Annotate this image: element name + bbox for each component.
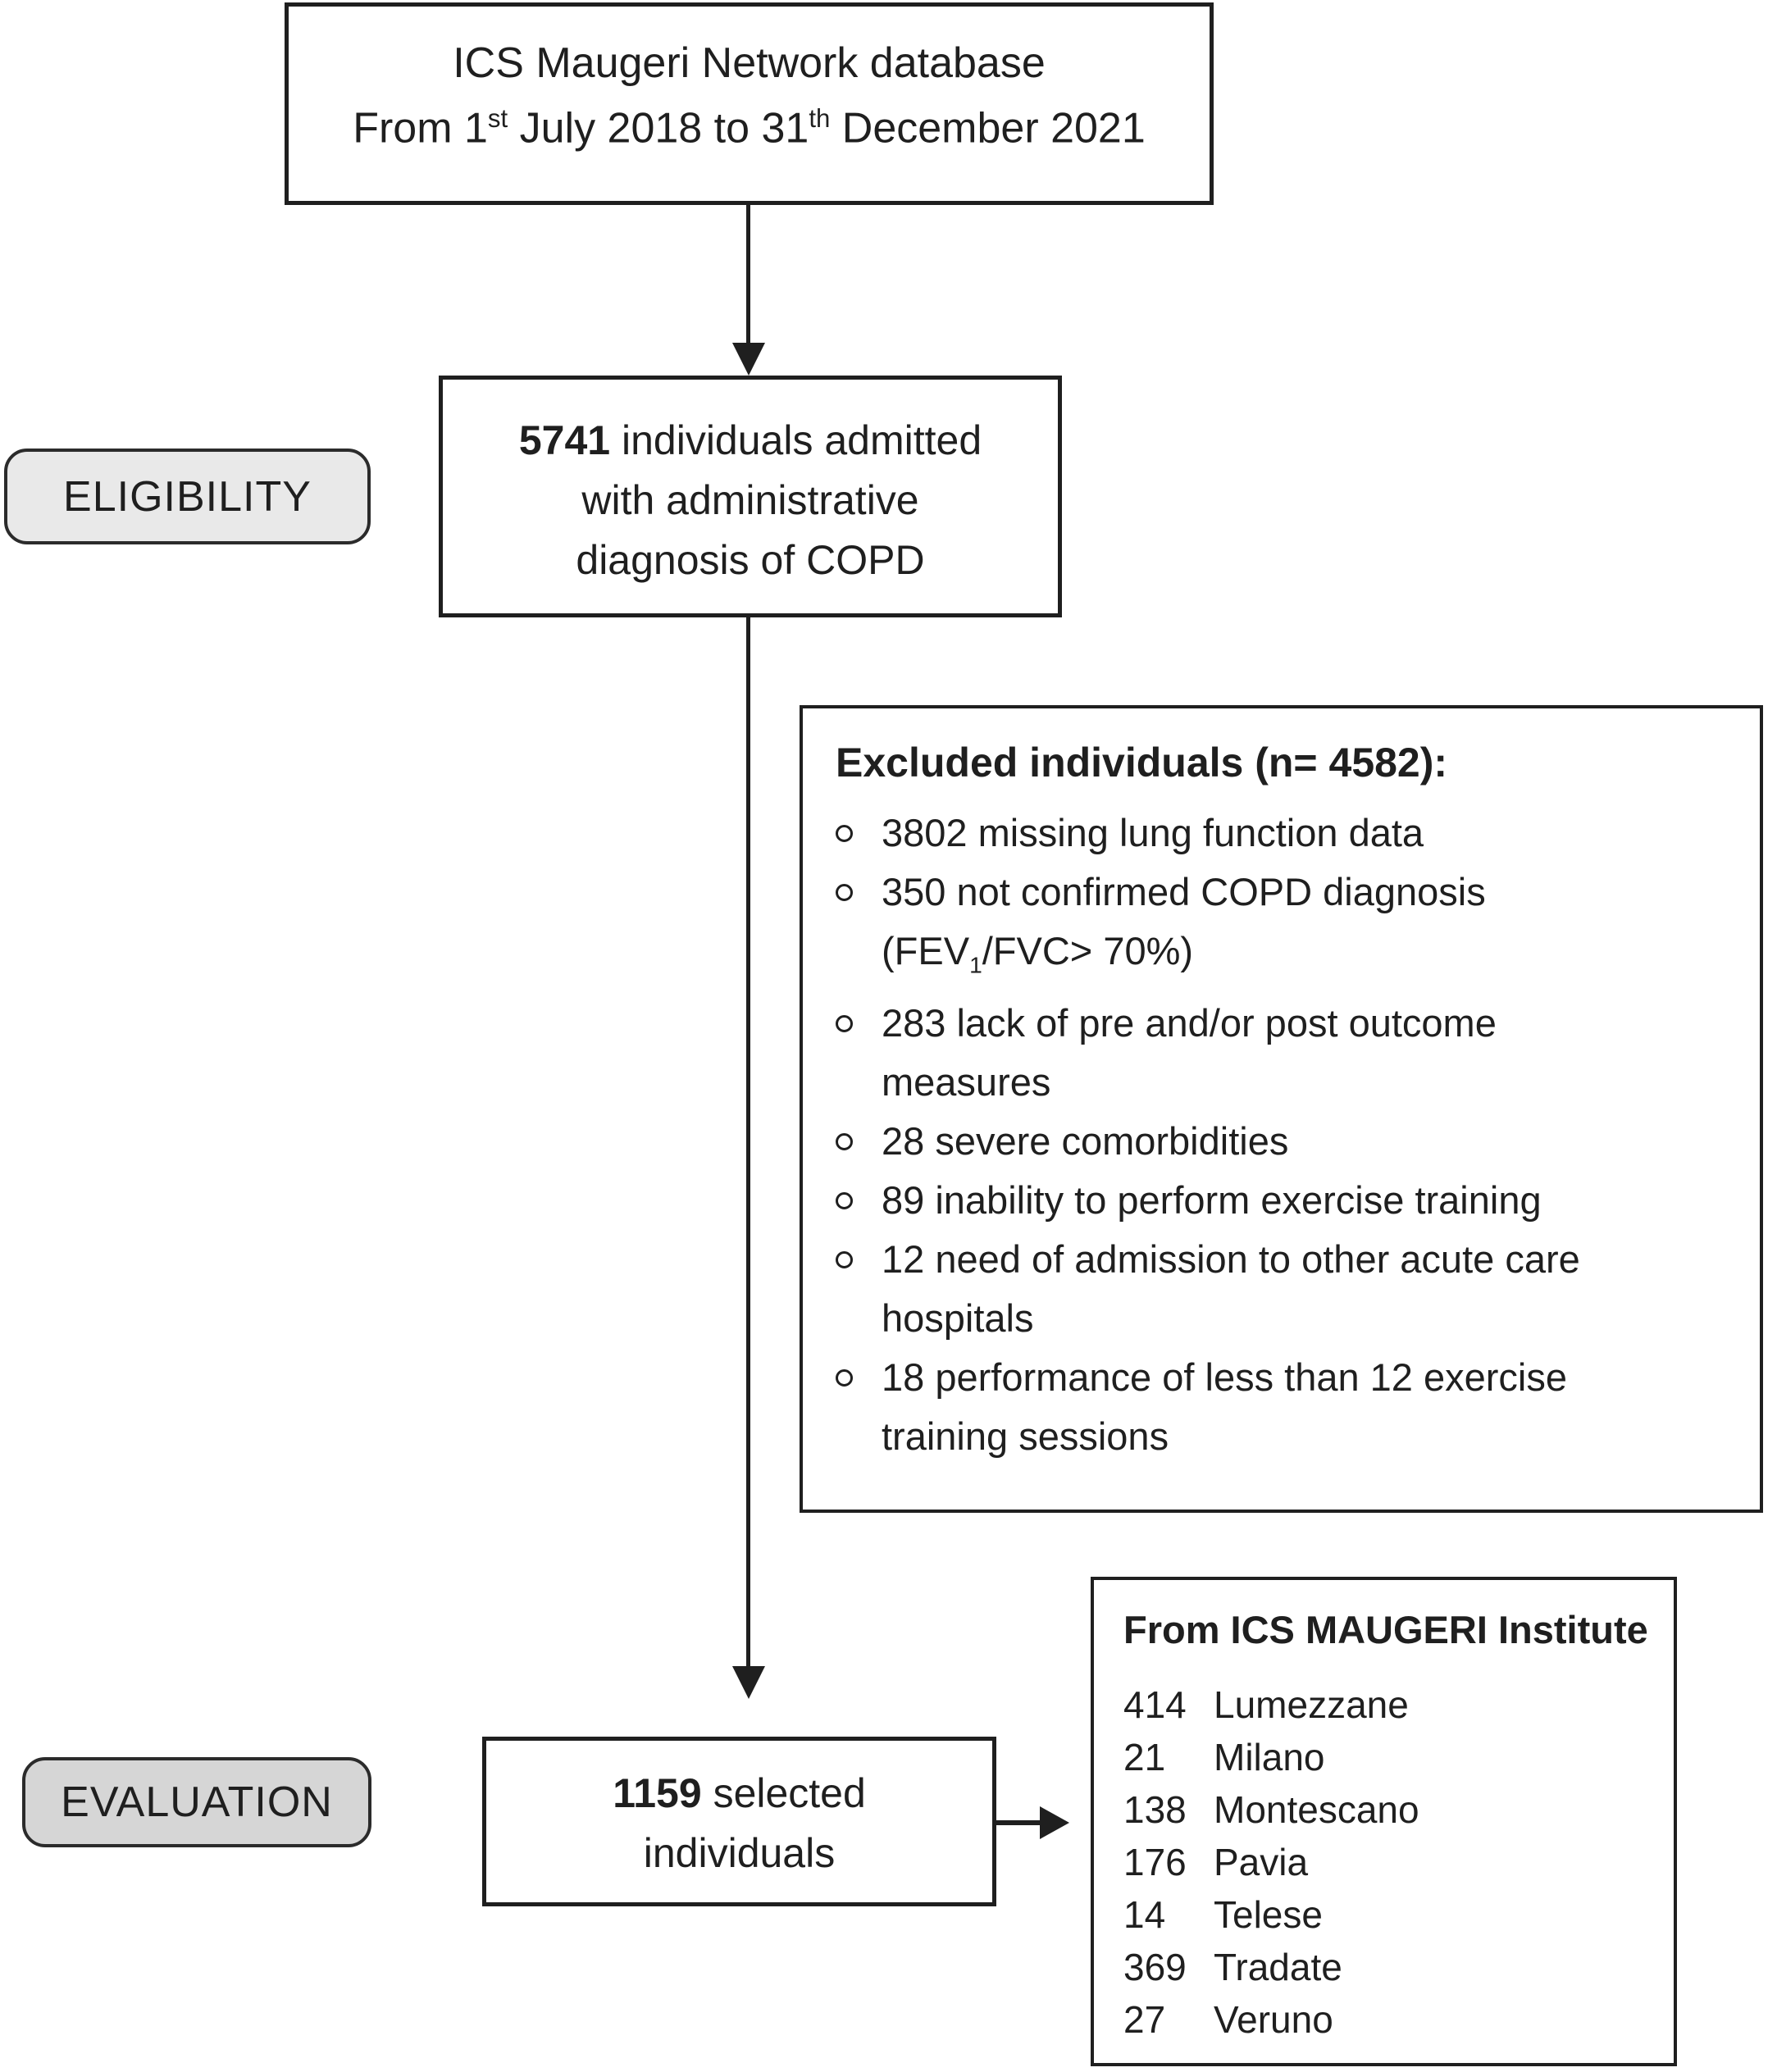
evaluation-label: EVALUATION [61, 1778, 333, 1826]
text-line: training sessions [882, 1414, 1169, 1459]
site-count: 27 [1123, 1998, 1166, 2041]
text-line: From 1st July 2018 to 31th December 2021 [353, 104, 1146, 153]
site-name: Pavia [1214, 1841, 1309, 1883]
arrowhead-down-icon [732, 343, 765, 376]
site-count: 138 [1123, 1788, 1187, 1831]
site-row: 176 Pavia [1123, 1836, 1665, 1888]
text-line: 28 severe comorbidities [882, 1119, 1289, 1164]
text-line: 1159 selected [613, 1770, 866, 1816]
text-line: (FEV1/FVC> 70%) [882, 929, 1194, 978]
bullet-circle-icon [836, 1369, 853, 1387]
eligibility-label: ELIGIBILITY [63, 472, 312, 521]
text-line: 5741 individuals admitted [518, 417, 982, 463]
text-line: 350 not confirmed COPD diagnosis [882, 870, 1486, 913]
text-line: hospitals [882, 1296, 1034, 1341]
text-line: diagnosis of COPD [576, 537, 925, 583]
excluded-item: 12 need of admission to other acute care… [836, 1230, 1740, 1348]
text-line: 283 lack of pre and/or post outcome [882, 1001, 1497, 1045]
bullet-circle-icon [836, 1133, 853, 1151]
site-count: 21 [1123, 1736, 1166, 1778]
selected-individuals-box: 1159 selected individuals [482, 1737, 996, 1906]
stage-label-evaluation: EVALUATION [22, 1757, 371, 1847]
site-name: Tradate [1214, 1946, 1342, 1988]
bullet-circle-icon [836, 825, 853, 842]
text-line: ICS Maugeri Network database [453, 39, 1046, 87]
stage-label-eligibility: ELIGIBILITY [4, 449, 371, 544]
institute-breakdown-box: From ICS MAUGERI Institute 414 Lumezzane 2… [1091, 1577, 1677, 2066]
text-line: 89 inability to perform exercise trainin… [882, 1178, 1542, 1223]
site-row: 138 Montescano [1123, 1783, 1665, 1836]
excluded-individuals-box: Excluded individuals (n= 4582): 3802 mis… [800, 705, 1763, 1513]
bullet-circle-icon [836, 1015, 853, 1033]
excluded-title: Excluded individuals (n= 4582): [836, 740, 1448, 786]
connector-line-right [996, 1820, 1041, 1825]
site-row: 27 Veruno [1123, 1993, 1665, 2046]
admitted-individuals-box: 5741 individuals admitted with administra… [439, 376, 1062, 617]
arrowhead-down-icon [732, 1666, 765, 1699]
excluded-item: 283 lack of pre and/or post outcome measu… [836, 994, 1740, 1112]
excluded-item: 18 performance of less than 12 exercise t… [836, 1348, 1740, 1466]
site-name: Telese [1214, 1893, 1323, 1936]
site-name: Veruno [1214, 1998, 1333, 2041]
site-count: 176 [1123, 1841, 1187, 1883]
site-row: 21 Milano [1123, 1731, 1665, 1783]
text-line: individuals [643, 1830, 836, 1876]
bullet-circle-icon [836, 1192, 853, 1210]
excluded-item: 28 severe comorbidities [836, 1112, 1740, 1171]
text-line: measures [882, 1060, 1051, 1104]
excluded-item: 3802 missing lung function data [836, 804, 1740, 863]
site-list: 414 Lumezzane 21 Milano 138 Montescano 176 Pavi… [1123, 1678, 1665, 2046]
connector-line-top [746, 205, 750, 346]
site-count: 369 [1123, 1946, 1187, 1988]
text-line: 12 need of admission to other acute care [882, 1237, 1580, 1282]
site-count: 14 [1123, 1893, 1166, 1936]
bullet-circle-icon [836, 1251, 853, 1269]
site-name: Lumezzane [1214, 1683, 1409, 1726]
excluded-item: 89 inability to perform exercise trainin… [836, 1171, 1740, 1230]
site-row: 14 Telese [1123, 1888, 1665, 1941]
site-count: 414 [1123, 1683, 1187, 1726]
site-row: 369 Tradate [1123, 1941, 1665, 1993]
site-row: 414 Lumezzane [1123, 1678, 1665, 1731]
site-name: Montescano [1214, 1788, 1419, 1831]
bullet-circle-icon [836, 884, 853, 901]
site-name: Milano [1214, 1736, 1325, 1778]
arrowhead-right-icon [1040, 1806, 1069, 1839]
excluded-item: 350 not confirmed COPD diagnosis (FEV1/FV… [836, 863, 1740, 994]
institute-title: From ICS MAUGERI Institute [1123, 1608, 1648, 1651]
connector-line-middle [746, 617, 750, 1667]
text-line: with administrative [581, 477, 919, 523]
excluded-list: 3802 missing lung function data 350 not c… [836, 804, 1740, 1466]
text-line: 18 performance of less than 12 exercise [882, 1355, 1568, 1400]
text-line: 3802 missing lung function data [882, 811, 1424, 854]
